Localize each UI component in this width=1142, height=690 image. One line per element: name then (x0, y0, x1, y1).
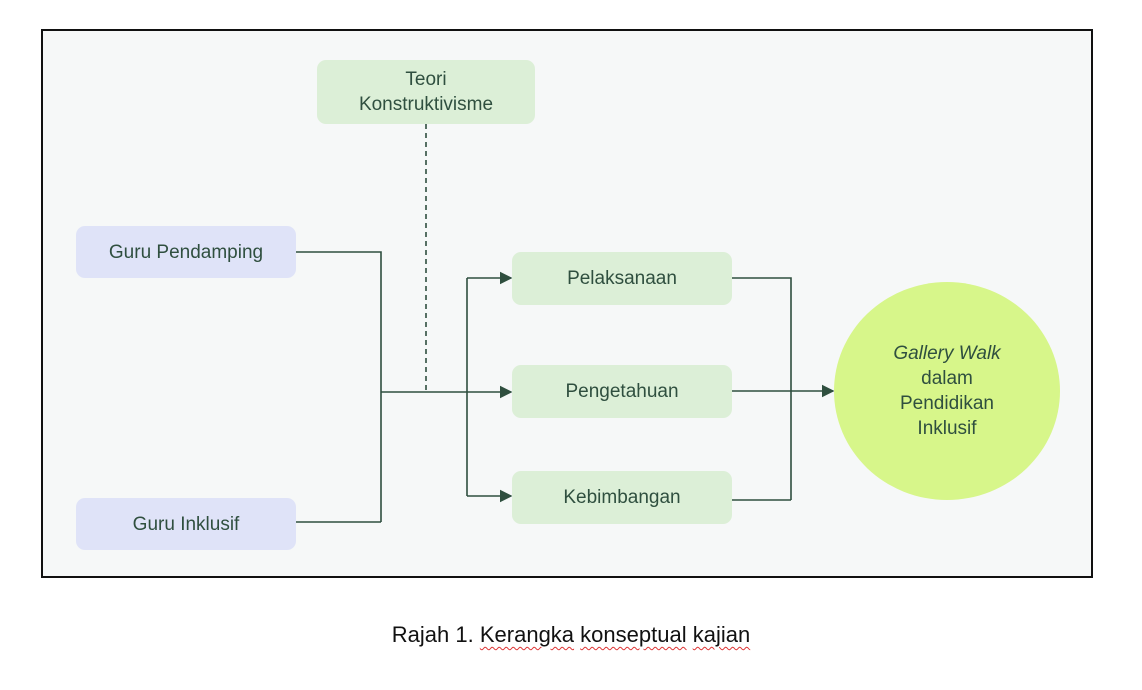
outcome-line-2: dalam (921, 368, 973, 389)
node-pelaksanaan: Pelaksanaan (512, 252, 732, 305)
caption-prefix: Rajah 1. (391, 622, 474, 647)
line-pelaksanaan-out (731, 277, 792, 500)
outcome-line-3: Pendidikan (899, 393, 995, 414)
line-guru-pendamping (296, 251, 382, 522)
node-teori-konstruktivisme: Teori Konstruktivisme (317, 60, 535, 124)
outcome-line-4: Inklusif (917, 418, 977, 439)
node-guru-pendamping: Guru Pendamping (76, 226, 296, 278)
caption-word-2: konseptual (580, 622, 687, 647)
caption-word-1: Kerangka (479, 622, 575, 647)
node-kebimbangan: Kebimbangan (512, 471, 732, 524)
node-guru-inklusif: Guru Inklusif (76, 498, 296, 550)
outcome-circle: Gallery Walk dalam Pendidikan Inklusif (834, 282, 1060, 500)
outcome-line-1: Gallery Walk (893, 343, 1001, 364)
node-pengetahuan: Pengetahuan (512, 365, 732, 418)
figure-caption: Rajah 1. Kerangka konseptual kajian (0, 622, 1142, 648)
caption-word-3: kajian (692, 622, 751, 647)
